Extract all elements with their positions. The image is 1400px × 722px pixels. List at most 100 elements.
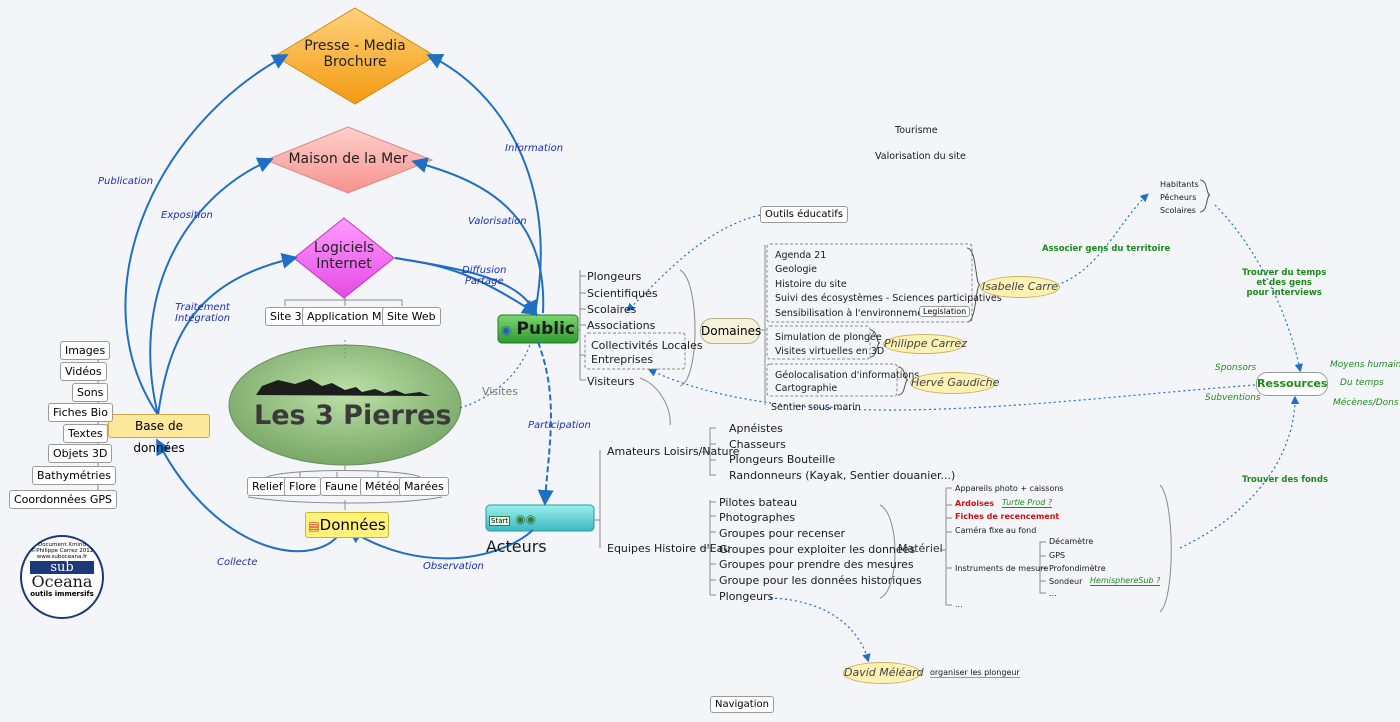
ressources-item[interactable]: Sponsors: [1215, 363, 1257, 373]
domaine-item[interactable]: Histoire du site: [775, 279, 847, 290]
donnees-item[interactable]: Flore: [284, 477, 322, 496]
domaine-item[interactable]: Simulation de plongée: [775, 332, 882, 343]
visiteurs-item[interactable]: Visiteurs: [587, 375, 635, 388]
materiel-item[interactable]: Ardoises: [955, 499, 995, 508]
base-item[interactable]: Fiches Bio: [48, 403, 113, 422]
base-item[interactable]: Objets 3D: [48, 444, 113, 463]
donnees-item[interactable]: Faune: [320, 477, 363, 496]
habitants-item[interactable]: Habitants: [1160, 180, 1199, 189]
maison-diamond[interactable]: [264, 126, 434, 194]
public-group-item[interactable]: Entreprises: [591, 353, 654, 366]
public-item[interactable]: Associations: [587, 319, 656, 332]
legislation-node[interactable]: Legislation: [919, 306, 971, 317]
central-title[interactable]: Les 3 Pierres: [254, 400, 452, 431]
base-node[interactable]: Base de données: [108, 414, 210, 455]
person-bubble[interactable]: Isabelle Carre: [980, 276, 1060, 298]
equipes-sub[interactable]: Groupes pour prendre des mesures: [719, 558, 914, 571]
equipes-sub[interactable]: Groupes pour exploiter les données: [719, 543, 916, 556]
public-item[interactable]: Scolaires: [587, 303, 637, 316]
start-icon: Start: [489, 516, 511, 526]
instrument-item[interactable]: Sondeur: [1049, 577, 1083, 586]
ressources-item[interactable]: Mécènes/Dons: [1333, 398, 1399, 408]
instrument-item[interactable]: Profondimètre: [1049, 564, 1106, 573]
navigation-button[interactable]: Navigation: [710, 696, 774, 713]
amateurs-sub[interactable]: Apnéistes: [729, 422, 783, 435]
edge-label-exposition: Exposition: [161, 210, 213, 221]
habitants-item[interactable]: Scolaires: [1160, 206, 1196, 215]
instrument-item[interactable]: Décamètre: [1049, 537, 1094, 546]
donnees-item[interactable]: Météo: [360, 477, 405, 496]
trouver-temps-label: Trouver du temps et des gens pour interv…: [1242, 268, 1327, 298]
domaine-item[interactable]: Suivi des écosystèmes - Sciences partici…: [775, 293, 1002, 304]
public-node[interactable]: ◉ Public: [500, 319, 576, 339]
outils-node[interactable]: Outils éducatifs: [760, 206, 848, 223]
equipes-item[interactable]: Equipes Histoire d'Eau: [607, 542, 731, 555]
logiciels-label: Logiciels Internet: [313, 240, 375, 272]
habitants-item[interactable]: Pêcheurs: [1160, 193, 1197, 202]
trouver-fonds-label: Trouver des fonds: [1242, 475, 1329, 485]
person-bubble[interactable]: David Méléard: [843, 662, 924, 684]
equipes-sub[interactable]: Pilotes bateau: [719, 496, 798, 509]
base-item[interactable]: Bathymétries: [32, 466, 116, 485]
materiel-item[interactable]: Appareils photo + caissons: [955, 484, 1064, 493]
donnees-item[interactable]: Marées: [399, 477, 449, 496]
base-item[interactable]: Vidéos: [60, 362, 107, 381]
domaine-item[interactable]: Agenda 21: [775, 250, 827, 261]
equipes-sub[interactable]: Groupes pour recenser: [719, 527, 846, 540]
equipes-sub[interactable]: Plongeurs: [719, 590, 774, 603]
person-bubble[interactable]: Hervé Gaudiche: [910, 372, 999, 394]
edge-label-traitement: Traitement Intégration: [175, 302, 231, 324]
edge-label-valorisation: Valorisation: [468, 216, 527, 227]
logo: Document Xmind ©Philippe Carrez 2012 www…: [30, 542, 94, 598]
base-item[interactable]: Sons: [72, 383, 109, 402]
base-item[interactable]: Textes: [63, 424, 108, 443]
domaine-item[interactable]: Sensibilisation à l'environnement: [775, 308, 933, 319]
materiel-item[interactable]: Fiches de recencement: [955, 512, 1060, 521]
materiel-item[interactable]: Instruments de mesure: [955, 564, 1049, 573]
materiel-item[interactable]: Caméra fixe au fond: [955, 526, 1037, 535]
amateurs-sub[interactable]: Plongeurs Bouteille: [729, 453, 836, 466]
amateurs-sub[interactable]: Chasseurs: [729, 438, 786, 451]
domaines-node[interactable]: Domaines: [700, 318, 761, 344]
hemisphere-note: HemisphereSub ?: [1090, 576, 1161, 586]
edge-label-observation: Observation: [423, 561, 484, 572]
public-item[interactable]: Scientifiques: [587, 287, 658, 300]
ressources-item[interactable]: Du temps: [1340, 378, 1384, 388]
people-icon: ◉◉: [515, 512, 537, 526]
ressources-item[interactable]: Subventions: [1205, 393, 1261, 403]
valorisation-site-text: Valorisation du site: [875, 151, 966, 162]
base-item[interactable]: Images: [60, 341, 111, 360]
materiel-item[interactable]: ...: [955, 600, 963, 609]
ressources-node[interactable]: Ressources: [1256, 372, 1328, 396]
associer-label: Associer gens du territoire: [1042, 244, 1171, 254]
ressources-item[interactable]: Moyens humains: [1330, 360, 1400, 370]
base-item[interactable]: Coordonnées GPS: [9, 490, 118, 509]
sentier-item[interactable]: Sentier sous-marin: [771, 402, 861, 413]
domaine-item[interactable]: Cartographie: [775, 383, 838, 394]
instrument-item[interactable]: ...: [1049, 589, 1057, 598]
acteurs-node[interactable]: Start ◉◉ Acteurs: [486, 512, 547, 556]
domaine-item[interactable]: Visites virtuelles en 3D: [775, 346, 885, 357]
presse-diamond[interactable]: [274, 7, 436, 105]
logiciels-item[interactable]: Site Web: [382, 307, 441, 326]
tourisme-text: Tourisme: [895, 125, 938, 136]
person-bubble[interactable]: Philippe Carrez: [883, 334, 967, 354]
donnees-item[interactable]: Relief: [247, 477, 288, 496]
domaine-item[interactable]: Géolocalisation d'informations: [775, 370, 920, 381]
instrument-item[interactable]: GPS: [1049, 551, 1066, 560]
equipes-sub[interactable]: Groupe pour les données historiques: [719, 574, 922, 587]
edge-label-publication: Publication: [98, 176, 154, 187]
logiciels-diamond[interactable]: [293, 217, 395, 299]
public-group-item[interactable]: Collectivités Locales: [591, 339, 703, 352]
organiser-item[interactable]: organiser les plongeur: [930, 668, 1020, 678]
domaine-item[interactable]: Geologie: [775, 264, 817, 275]
donnees-node[interactable]: ▤Données: [305, 512, 389, 538]
turtle-note: Turtle Prod ?: [1002, 498, 1053, 508]
maison-label: Maison de la Mer: [288, 151, 408, 167]
equipes-sub[interactable]: Photographes: [719, 511, 796, 524]
amateurs-sub[interactable]: Randonneurs (Kayak, Sentier douanier...): [729, 469, 956, 482]
amateurs-item[interactable]: Amateurs Loisirs/Nature: [607, 445, 740, 458]
materiel-node[interactable]: Matériel: [898, 542, 943, 555]
public-item[interactable]: Plongeurs: [587, 270, 642, 283]
